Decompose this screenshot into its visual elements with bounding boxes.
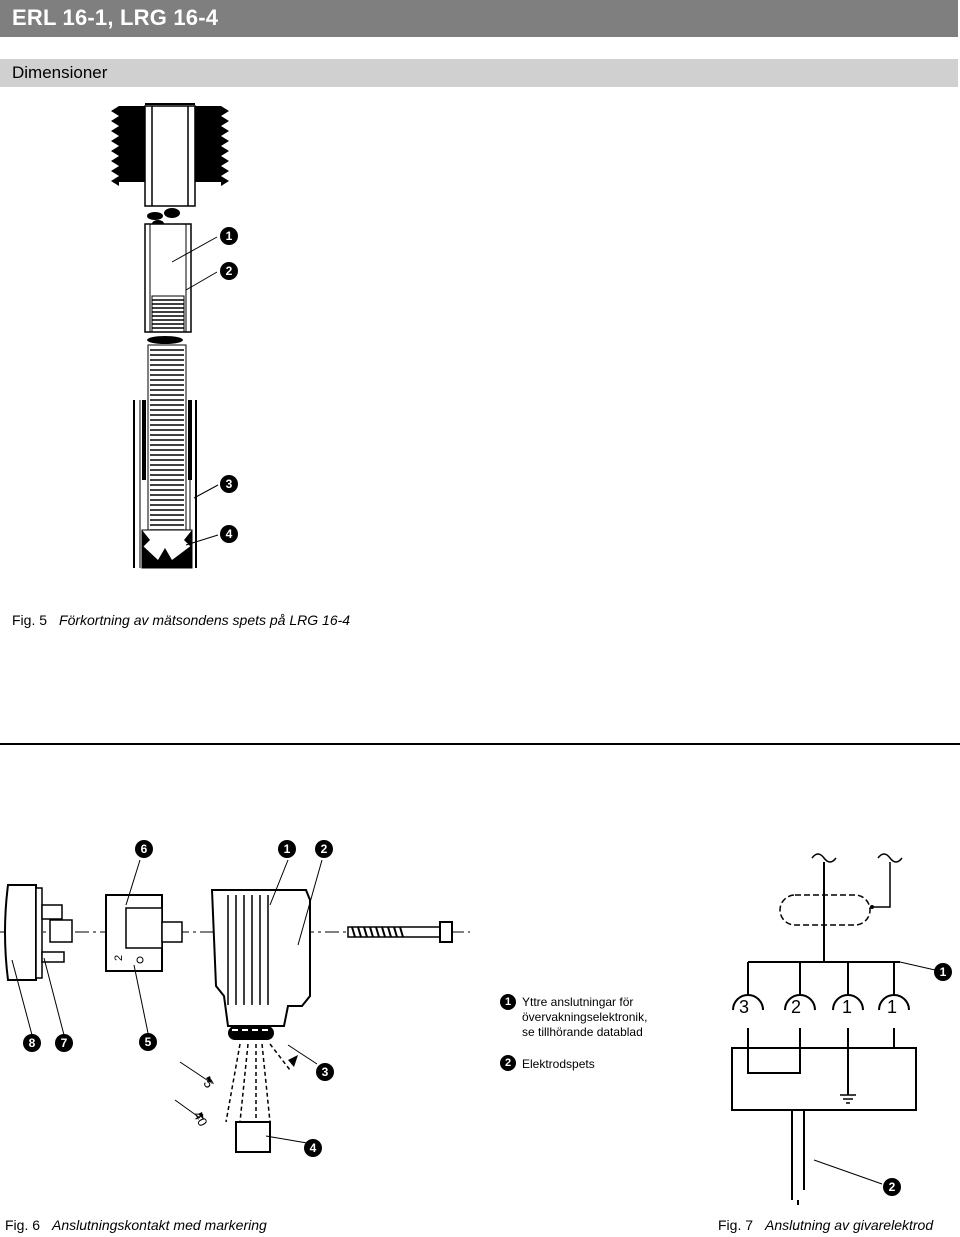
- callout-marker: 8: [23, 1034, 41, 1052]
- fig7-terminal-label: 1: [887, 997, 898, 1017]
- fig6-caption-number: Fig. 6: [5, 1217, 41, 1233]
- callout-marker: 2: [220, 262, 238, 280]
- callout-marker: 3: [220, 475, 238, 493]
- legend-item-1: Yttre anslutningar för övervakningselekt…: [522, 995, 647, 1040]
- fig5-caption: Fig. 5 Förkortning av mätsondens spets på…: [12, 612, 350, 628]
- fig7-caption-number: Fig. 7: [718, 1217, 754, 1233]
- section-title: Dimensioner: [12, 63, 108, 82]
- fig6-screw: [347, 921, 453, 943]
- callout-marker: 7: [55, 1034, 73, 1052]
- fig6-insert: 2: [105, 894, 183, 972]
- fig5-electrode-upper: [144, 223, 192, 333]
- fig6-dim-large: 40: [190, 1109, 210, 1129]
- fig6-housing: [210, 889, 311, 1153]
- callout-marker: 4: [304, 1139, 322, 1157]
- fig6-socket: [4, 884, 73, 981]
- legend-item-1-line: se tillhörande datablad: [522, 1025, 643, 1039]
- callout-marker: 5: [139, 1033, 157, 1051]
- fig7-terminal-label: 3: [739, 997, 750, 1017]
- legend-item-1-line: övervakningselektronik,: [522, 1010, 648, 1024]
- callout-marker: 1: [934, 963, 952, 981]
- callout-marker: 1: [278, 840, 296, 858]
- fig7-drawing: [731, 853, 936, 1205]
- fig6-caption: Fig. 6 Anslutningskontakt med markering: [5, 1217, 267, 1233]
- section-bar: Dimensioner: [0, 59, 958, 87]
- legend-item-1-line: Yttre anslutningar för: [522, 995, 634, 1009]
- fig6-dim-small: 5: [200, 1077, 217, 1091]
- title-bar: ERL 16-1, LRG 16-4: [0, 0, 958, 37]
- callout-marker: 1: [220, 227, 238, 245]
- fig5-drawing: [111, 103, 229, 569]
- callout-marker: 6: [135, 840, 153, 858]
- fig7-terminal-label: 2: [791, 997, 802, 1017]
- fig5-threaded-housing: [111, 103, 229, 228]
- fig5-caption-number: Fig. 5: [12, 612, 48, 628]
- fig5-electrode-lower: [133, 336, 197, 569]
- callout-marker: 2: [883, 1178, 901, 1196]
- callout-marker: 2: [500, 1055, 516, 1071]
- fig7-caption-text: Anslutning av givarelektrod: [765, 1217, 934, 1233]
- callout-marker: 2: [315, 840, 333, 858]
- fig6-drawing: 2 5 40: [0, 859, 470, 1153]
- fig7-terminal-label: 1: [842, 997, 853, 1017]
- legend-item-2-text: Elektrodspets: [522, 1057, 595, 1071]
- fig5-caption-text: Förkortning av mätsondens spets på LRG 1…: [59, 612, 351, 628]
- fig6-caption-text: Anslutningskontakt med markering: [52, 1217, 267, 1233]
- callout-marker: 1: [500, 994, 516, 1010]
- legend-item-2: Elektrodspets: [522, 1057, 595, 1072]
- section-divider: [0, 743, 960, 745]
- fig6-pin-label: 2: [113, 955, 125, 961]
- callout-marker: 3: [316, 1063, 334, 1081]
- page-title: ERL 16-1, LRG 16-4: [12, 5, 219, 30]
- callout-marker: 4: [220, 525, 238, 543]
- fig7-caption: Fig. 7 Anslutning av givarelektrod: [718, 1217, 933, 1233]
